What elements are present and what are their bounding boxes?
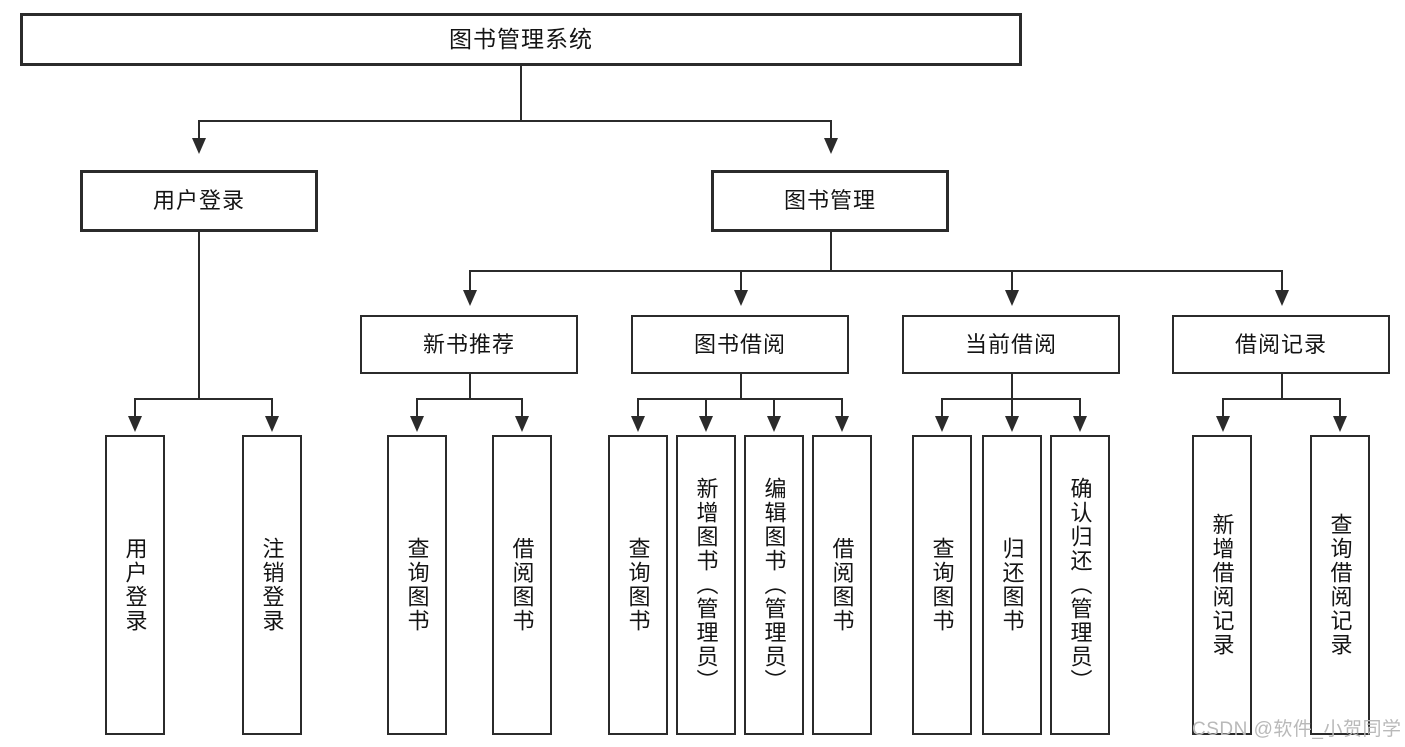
leaf-new-book-borrow-book[interactable]: 借阅图书 [492,435,552,735]
connector-book-borrow-bus [637,398,843,400]
connector-borrow-record-bus [1222,398,1340,400]
leaf-book-borrow-query-book[interactable]: 查询图书 [608,435,668,735]
connector-user-login-bus [134,398,272,400]
arrowhead-icon [128,416,142,432]
node-root-book-management-system[interactable]: 图书管理系统 [20,13,1022,66]
leaf-label: 归还图书 [999,537,1025,633]
arrowhead-icon [1005,290,1019,306]
watermark-text: CSDN @软件_小贺同学 [1192,719,1402,740]
node-label: 图书管理系统 [449,26,593,53]
connector-to-new-book-recommend [469,270,471,292]
connector-cb-child-1 [941,398,943,418]
node-label: 图书管理 [783,188,876,214]
connector-root-to-user-login [198,120,200,140]
leaf-label: 借阅图书 [509,537,535,633]
arrowhead-icon [463,290,477,306]
arrowhead-icon [767,416,781,432]
connector-book-management-stem [830,232,832,272]
connector-bb-child-4 [841,398,843,418]
connector-user-login-child-1 [134,398,136,418]
connector-cb-child-2 [1011,398,1013,418]
leaf-label: 编辑图书（管理员） [761,477,787,693]
arrowhead-icon [734,290,748,306]
leaf-user-login-logout[interactable]: 注销登录 [242,435,302,735]
connector-book-management-bus [469,270,1281,272]
connector-book-borrow-stem [740,374,742,400]
connector-bb-child-2 [705,398,707,418]
node-user-login[interactable]: 用户登录 [80,170,318,232]
leaf-label: 新增图书（管理员） [693,477,719,693]
node-borrow-record[interactable]: 借阅记录 [1172,315,1390,374]
leaf-borrow-record-query-record[interactable]: 查询借阅记录 [1310,435,1370,735]
connector-root-to-book-management [830,120,832,140]
node-label: 用户登录 [152,188,245,214]
connector-bb-child-3 [773,398,775,418]
node-label: 借阅记录 [1234,331,1327,357]
arrowhead-icon [192,138,206,154]
node-new-book-recommend[interactable]: 新书推荐 [360,315,578,374]
leaf-current-borrow-confirm-return-admin[interactable]: 确认归还（管理员） [1050,435,1110,735]
arrowhead-icon [515,416,529,432]
leaf-current-borrow-query-book[interactable]: 查询图书 [912,435,972,735]
node-current-borrow[interactable]: 当前借阅 [902,315,1120,374]
leaf-label: 查询图书 [929,537,955,633]
arrowhead-icon [835,416,849,432]
connector-to-book-borrow [740,270,742,292]
connector-to-borrow-record [1281,270,1283,292]
node-book-management[interactable]: 图书管理 [711,170,949,232]
connector-root-stem [520,66,522,121]
leaf-label: 新增借阅记录 [1209,513,1235,657]
connector-user-login-stem [198,232,200,400]
leaf-label: 用户登录 [122,537,148,633]
node-label: 新书推荐 [422,331,515,357]
connector-bb-child-1 [637,398,639,418]
connector-root-bus [198,120,832,122]
arrowhead-icon [1005,416,1019,432]
leaf-label: 注销登录 [259,537,285,633]
arrowhead-icon [824,138,838,154]
leaf-label: 确认归还（管理员） [1067,477,1093,693]
arrowhead-icon [1275,290,1289,306]
leaf-book-borrow-add-book-admin[interactable]: 新增图书（管理员） [676,435,736,735]
arrowhead-icon [935,416,949,432]
node-book-borrow[interactable]: 图书借阅 [631,315,849,374]
leaf-label: 查询图书 [404,537,430,633]
arrowhead-icon [410,416,424,432]
node-label: 当前借阅 [964,331,1057,357]
leaf-label: 查询图书 [625,537,651,633]
arrowhead-icon [265,416,279,432]
connector-nbr-child-1 [416,398,418,418]
connector-new-book-recommend-stem [469,374,471,400]
leaf-label: 查询借阅记录 [1327,513,1353,657]
arrowhead-icon [1333,416,1347,432]
connector-br-child-2 [1339,398,1341,418]
leaf-book-borrow-borrow-book[interactable]: 借阅图书 [812,435,872,735]
leaf-label: 借阅图书 [829,537,855,633]
leaf-borrow-record-add-record[interactable]: 新增借阅记录 [1192,435,1252,735]
connector-cb-child-3 [1079,398,1081,418]
leaf-user-login-login[interactable]: 用户登录 [105,435,165,735]
leaf-current-borrow-return-book[interactable]: 归还图书 [982,435,1042,735]
connector-nbr-child-2 [521,398,523,418]
connector-br-child-1 [1222,398,1224,418]
leaf-new-book-query-book[interactable]: 查询图书 [387,435,447,735]
arrowhead-icon [1073,416,1087,432]
leaf-book-borrow-edit-book-admin[interactable]: 编辑图书（管理员） [744,435,804,735]
arrowhead-icon [699,416,713,432]
arrowhead-icon [1216,416,1230,432]
connector-current-borrow-stem [1011,374,1013,400]
connector-new-book-recommend-bus [416,398,523,400]
connector-borrow-record-stem [1281,374,1283,400]
arrowhead-icon [631,416,645,432]
node-label: 图书借阅 [693,331,786,357]
connector-to-current-borrow [1011,270,1013,292]
connector-user-login-child-2 [271,398,273,418]
